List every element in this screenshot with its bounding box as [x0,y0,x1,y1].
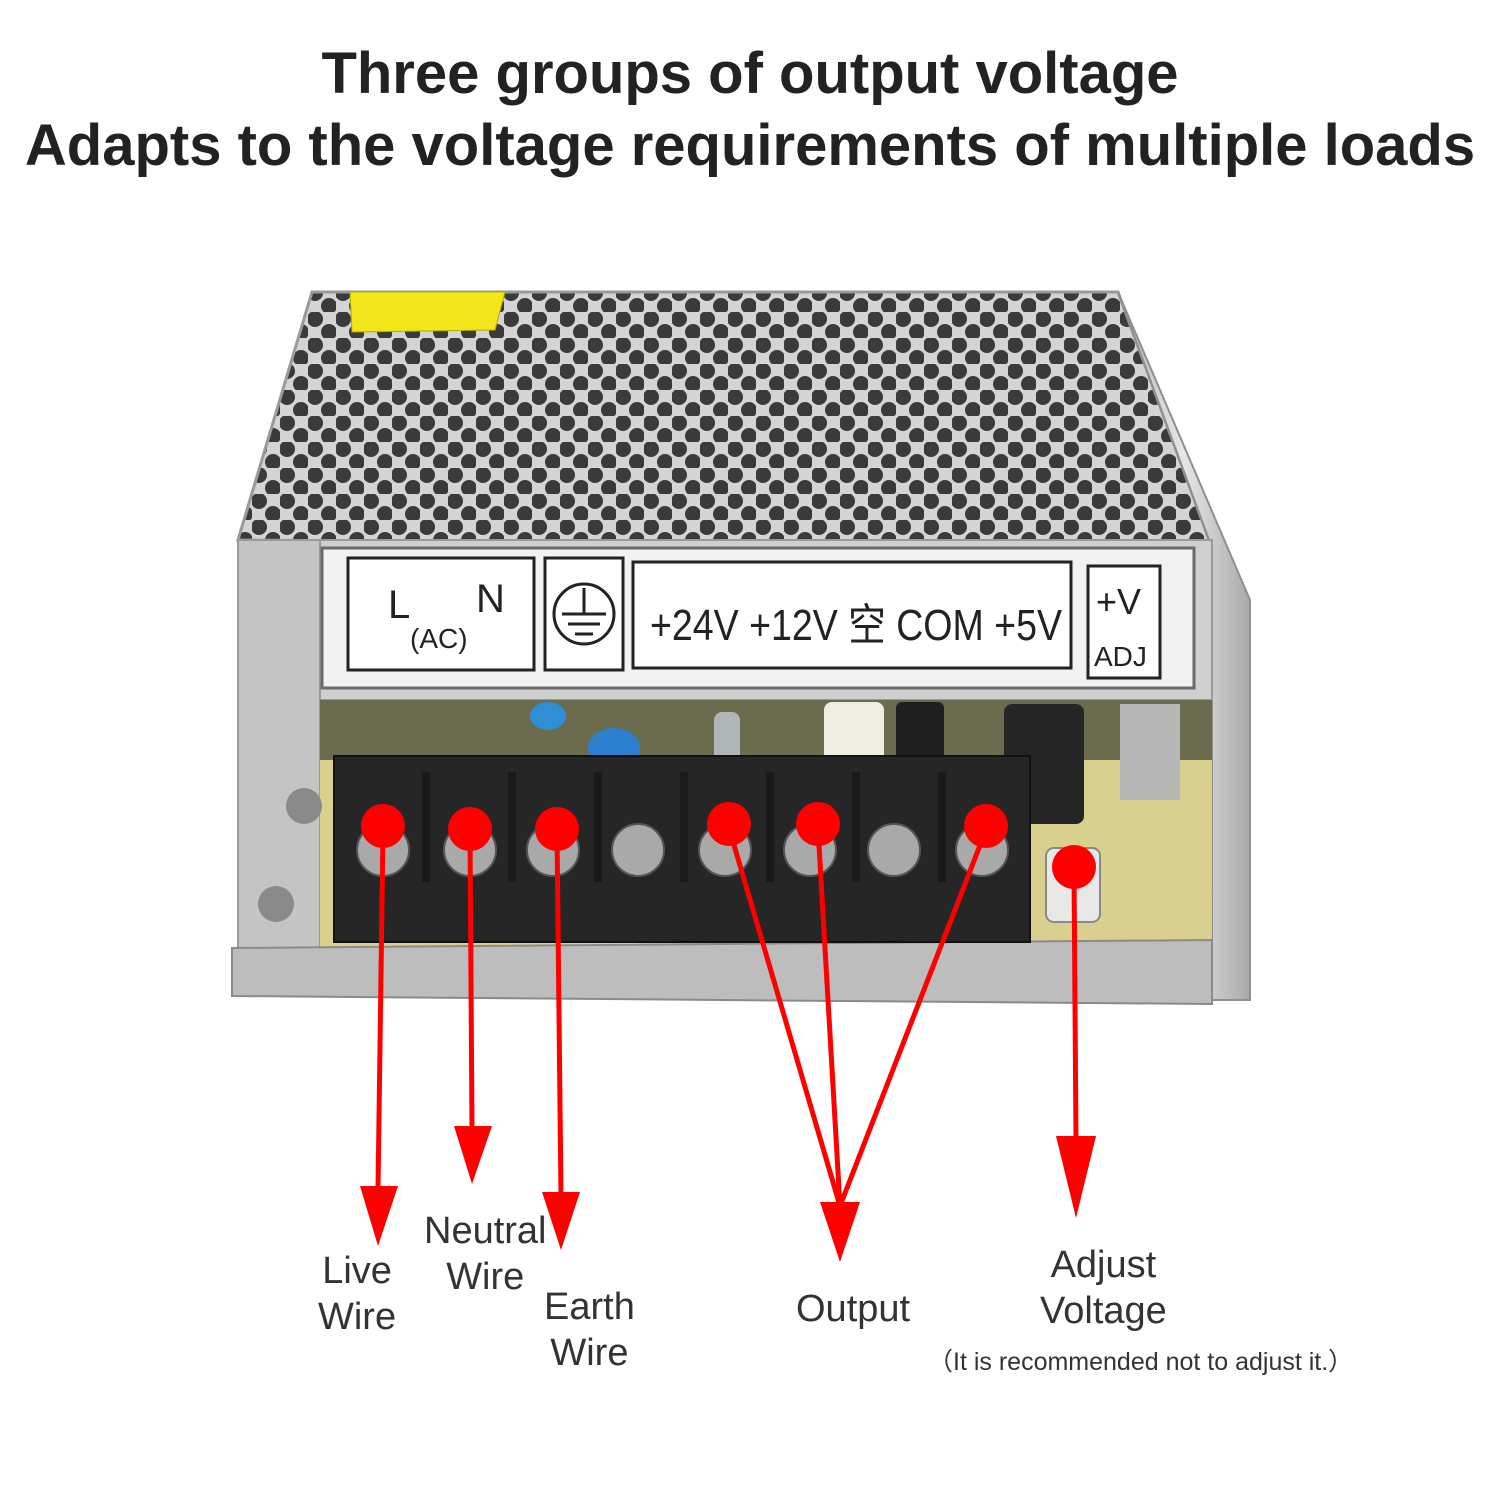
label-neutral-wire: Neutral Wire [424,1210,547,1298]
label-outputs: +24V +12V 空 COM +5V [650,601,1063,650]
label-L: L [388,583,410,627]
label-adjust-voltage: Adjust Voltage [1040,1244,1167,1332]
label-adj-bottom: ADJ [1094,641,1147,672]
callout-arrows [375,827,1079,1207]
warning-sticker [349,291,506,333]
headline-line-2: Adapts to the voltage requirements of mu… [24,113,1476,178]
label-N: N [476,577,505,621]
label-adj-top: +V [1096,581,1141,622]
label-earth-wire: Earth Wire [544,1286,635,1374]
headline-line-1: Three groups of output voltage [321,41,1179,106]
terminal-markers [361,802,1096,889]
label-AC: (AC) [410,623,468,654]
arrow-heads [360,1126,1096,1262]
adjust-note: （It is recommended not to adjust it.） [928,1348,1354,1376]
label-output: Output [796,1288,911,1330]
earth-ground-icon [552,582,616,646]
casing-side-panel [1117,291,1251,1001]
label-live-wire: Live Wire [318,1250,397,1338]
